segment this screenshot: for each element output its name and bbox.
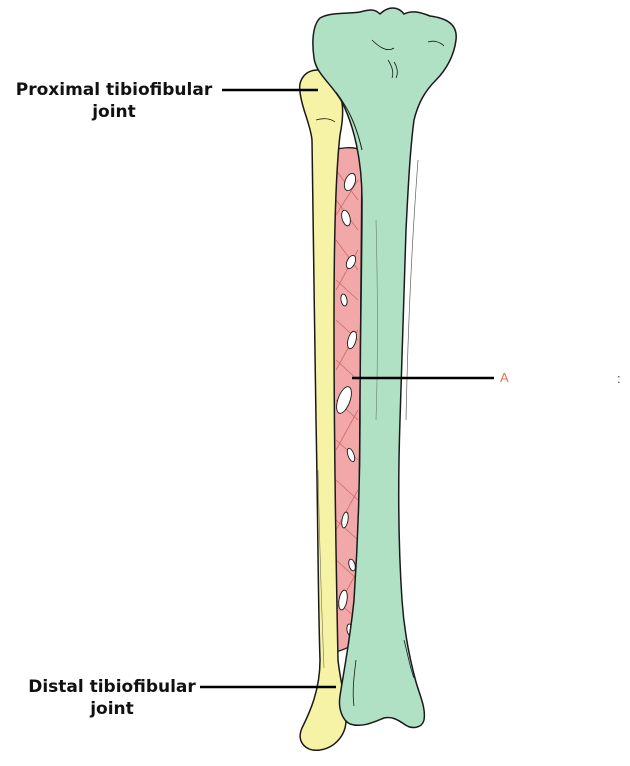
- label-a-suffix: :: [617, 371, 621, 386]
- label-distal-tibiofibular-joint: Distal tibiofibular joint: [20, 676, 204, 720]
- label-a: A: [500, 370, 509, 385]
- label-distal-line-1: Distal tibiofibular: [20, 676, 204, 698]
- label-proximal-tibiofibular-joint: Proximal tibiofibular joint: [8, 79, 220, 123]
- label-proximal-line-2: joint: [8, 101, 220, 123]
- label-distal-line-2: joint: [20, 698, 204, 720]
- label-proximal-line-1: Proximal tibiofibular: [8, 79, 220, 101]
